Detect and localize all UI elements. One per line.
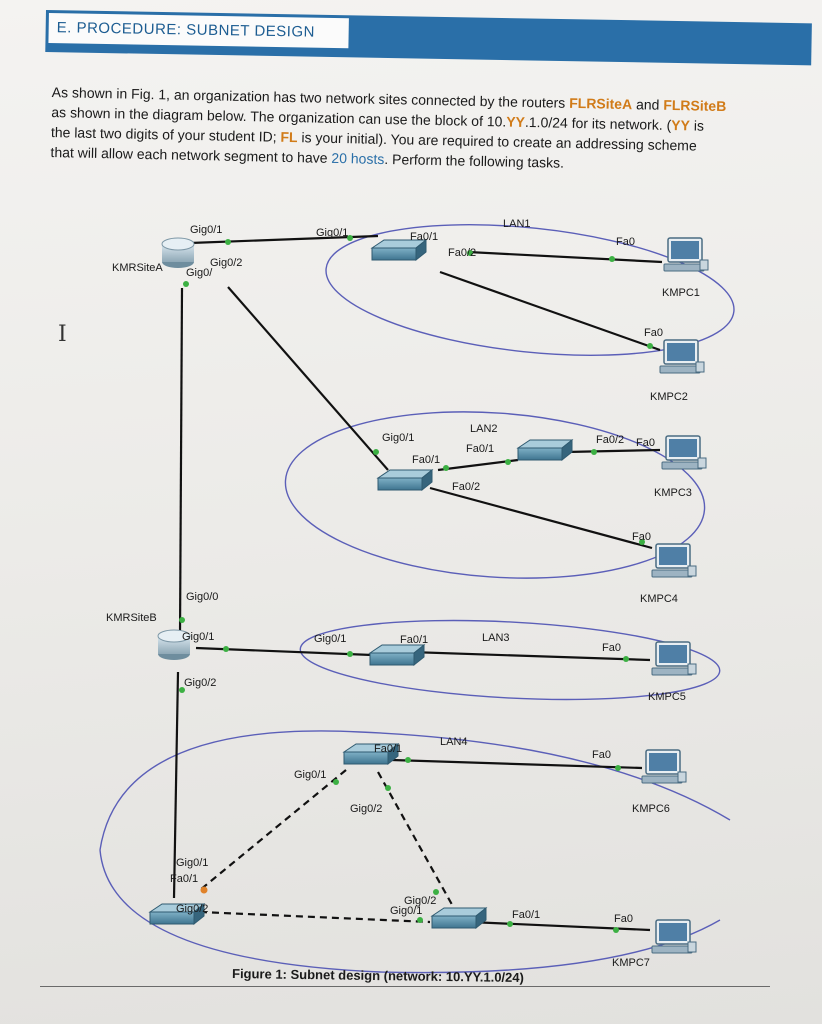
router-b-label: KMRSiteB <box>106 612 157 624</box>
pc-kmpc6-icon[interactable] <box>641 749 687 784</box>
port-label: Gig0/2 <box>176 903 208 915</box>
port-label: Gig0/ <box>186 267 213 279</box>
port-label: Fa0/1 <box>170 873 198 885</box>
link-a-b <box>178 287 184 636</box>
lan1-label: LAN1 <box>503 218 531 230</box>
pc-kmpc4-icon[interactable] <box>651 543 697 578</box>
link-b-s3 <box>195 646 373 657</box>
pc-kmpc7-icon[interactable] <box>651 919 697 954</box>
port-label: Fa0 <box>632 531 651 543</box>
port-label: Gig0/1 <box>190 224 222 236</box>
port-label: Gig0/1 <box>316 227 348 239</box>
hub-lan2[interactable] <box>517 439 573 461</box>
switch-lan3[interactable] <box>369 644 425 666</box>
lan4-boundary-lower <box>99 849 721 974</box>
port-label: Gig0/1 <box>294 769 326 781</box>
switch-lan2[interactable] <box>377 469 433 491</box>
pc-kmpc3-label: KMPC3 <box>654 487 692 499</box>
link-a-s2 <box>227 286 389 471</box>
router-kmrsiteb[interactable] <box>157 629 191 660</box>
router-a-label: KMRSiteA <box>112 262 163 274</box>
port-label: Gig0/2 <box>350 803 382 815</box>
link-s4-pc6 <box>391 758 643 770</box>
lan1-boundary <box>325 224 735 356</box>
port-label: Gig0/1 <box>314 633 346 645</box>
port-label: Fa0 <box>644 327 663 339</box>
pc-kmpc5-icon[interactable] <box>651 641 697 676</box>
lan2-label: LAN2 <box>470 423 498 435</box>
port-label: Gig0/1 <box>176 857 208 869</box>
port-label: Fa0/2 <box>448 247 476 259</box>
pc-kmpc6-label: KMPC6 <box>632 803 670 815</box>
port-label: Fa0/1 <box>512 909 540 921</box>
port-label: Gig0/1 <box>182 631 214 643</box>
lan4-label: LAN4 <box>440 736 468 748</box>
lan3-label: LAN3 <box>482 632 510 644</box>
pc-kmpc7-label: KMPC7 <box>612 957 650 969</box>
link-s4-s6 <box>377 771 456 911</box>
pc-kmpc5-label: KMPC5 <box>648 691 686 703</box>
text-cursor-icon: I <box>58 322 67 347</box>
port-label: Fa0/2 <box>596 434 624 446</box>
caption-divider <box>40 986 770 987</box>
link-b-s5 <box>172 671 180 899</box>
link-s1-pc2 <box>439 270 661 352</box>
link-s6-pc7 <box>469 920 651 932</box>
pc-kmpc1-icon[interactable] <box>663 237 709 272</box>
port-label: Fa0 <box>636 437 655 449</box>
link-s5-s6 <box>199 910 431 924</box>
port-label: Fa0/1 <box>410 231 438 243</box>
pc-kmpc2-label: KMPC2 <box>650 391 688 403</box>
port-label: Fa0 <box>602 642 621 654</box>
pc-kmpc3-icon[interactable] <box>661 435 707 470</box>
figure-caption: Figure 1: Subnet design (network: 10.YY.… <box>232 966 524 985</box>
port-label: Fa0/2 <box>452 481 480 493</box>
port-label: Gig0/2 <box>184 677 216 689</box>
port-label: Fa0/1 <box>400 634 428 646</box>
pc-kmpc4-label: KMPC4 <box>640 593 678 605</box>
port-label: Fa0/1 <box>374 743 402 755</box>
port-label: Gig0/0 <box>186 591 218 603</box>
port-label: Gig0/1 <box>382 432 414 444</box>
link-a-s1 <box>189 234 379 245</box>
switch-lan4-right[interactable] <box>431 907 487 929</box>
link-s3-pc5 <box>409 650 651 662</box>
switch-lan1[interactable] <box>371 239 427 261</box>
port-label: Fa0/1 <box>412 454 440 466</box>
pc-kmpc1-label: KMPC1 <box>662 287 700 299</box>
port-label: Gig0/2 <box>210 257 242 269</box>
lan4-boundary <box>99 730 731 851</box>
port-label: Fa0/1 <box>466 443 494 455</box>
link-s4-s5 <box>199 769 347 891</box>
link-s2-hub <box>437 458 519 472</box>
port-label: Gig0/2 <box>404 895 436 907</box>
port-label: Fa0 <box>614 913 633 925</box>
pc-kmpc2-icon[interactable] <box>659 339 705 374</box>
port-label: Gig0/1 <box>390 905 422 917</box>
link-s2-pc4 <box>429 486 653 550</box>
router-kmrsitea[interactable] <box>161 237 195 268</box>
lan2-boundary <box>284 411 706 579</box>
link-s1-pc1 <box>467 250 663 264</box>
lan3-boundary <box>299 619 721 701</box>
link-hub-pc3 <box>565 448 661 454</box>
port-label: Fa0 <box>592 749 611 761</box>
port-label: Fa0 <box>616 236 635 248</box>
